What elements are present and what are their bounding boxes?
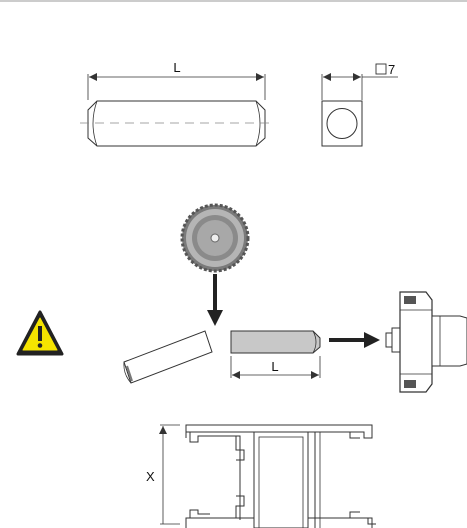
square-symbol-icon — [375, 63, 387, 75]
cut-length-label: L — [271, 359, 278, 374]
length-label: L — [173, 60, 180, 75]
bar-end-view: 7 — [321, 62, 398, 147]
bar-side-view: L — [80, 60, 274, 147]
warning-icon — [16, 310, 64, 356]
offcut-piece — [123, 330, 213, 384]
profile-height-label: X — [146, 469, 155, 484]
arrow-right-icon — [329, 332, 380, 348]
square-size-label: 7 — [388, 62, 395, 77]
cut-piece: L — [230, 330, 321, 379]
saw-blade-icon — [180, 203, 250, 273]
arrow-down-icon — [207, 274, 223, 326]
profile-cross-section: X — [146, 424, 376, 528]
drill-head — [385, 291, 467, 393]
